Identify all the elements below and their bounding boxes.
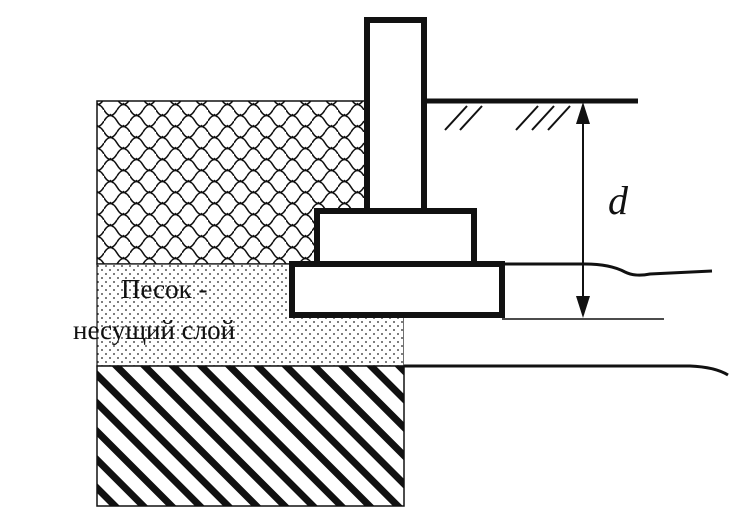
sand-layer-label-line1: Песок - — [121, 274, 208, 304]
depth-label: d — [608, 178, 629, 223]
foundation-column — [364, 17, 427, 215]
footing-base-slab — [289, 261, 505, 318]
ground-hatch-marks — [444, 105, 571, 131]
sand-top-boundary-line — [502, 262, 713, 277]
depth-dimension-arrow — [576, 102, 590, 318]
sand-bottom-boundary-line — [404, 364, 729, 377]
sand-layer-label-line2: несущий слой — [73, 315, 235, 345]
footing-upper-step — [314, 208, 477, 267]
underlying-soil-layer — [96, 365, 405, 507]
